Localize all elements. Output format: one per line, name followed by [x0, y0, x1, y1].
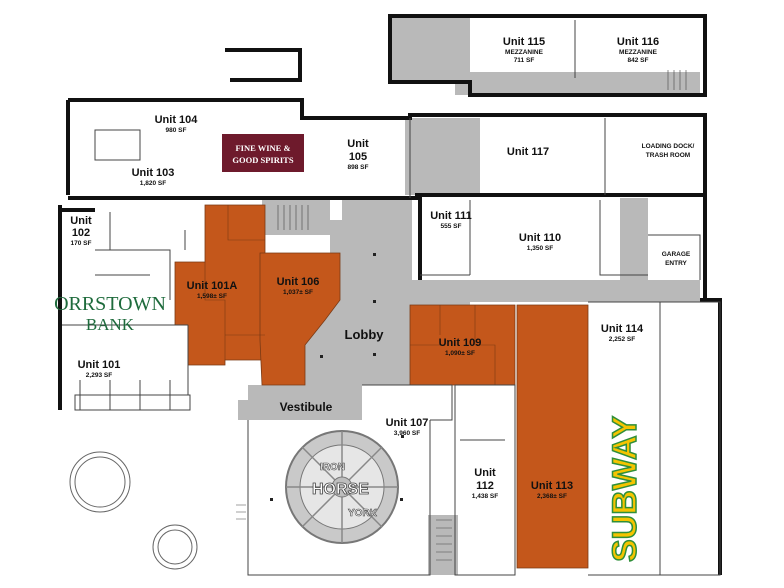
unit-111-label[interactable]: Unit 111: [430, 210, 472, 222]
unit-110-sf: 1,350 SF: [527, 245, 553, 252]
bank-logo-line1: ORRSTOWN: [54, 293, 166, 315]
ironhorse-line2: HORSE: [312, 481, 369, 498]
unit-102-label[interactable]: Unit: [70, 215, 92, 227]
unit-112-label[interactable]: Unit: [474, 467, 496, 479]
orange-partitions: [204, 205, 496, 385]
unit-101-label[interactable]: Unit 101: [78, 359, 121, 371]
unit-117-label[interactable]: Unit 117: [507, 146, 549, 158]
unit-102-sf: 170 SF: [71, 240, 92, 247]
loading-dock-line2: TRASH ROOM: [646, 152, 690, 159]
unit-103-label[interactable]: Unit 103: [132, 167, 175, 179]
unit-105-label[interactable]: Unit: [347, 138, 369, 150]
subway-logo: SUBWAY: [605, 415, 645, 563]
unit-116-sf: 842 SF: [628, 57, 649, 64]
wine-logo-line1: FINE WINE &: [235, 143, 290, 153]
unit-113-area[interactable]: [516, 304, 589, 569]
unit-104-sf: 980 SF: [166, 127, 187, 134]
unit-107-label[interactable]: Unit 107: [386, 417, 429, 429]
unit-112-sf: 1,438 SF: [472, 493, 498, 500]
unit-113-sf: 2,368± SF: [537, 493, 567, 500]
unit-105-number: 105: [349, 151, 367, 163]
vestibule-label[interactable]: Vestibule: [280, 400, 333, 414]
garage-entry-line2: ENTRY: [665, 260, 687, 267]
unit-113-label[interactable]: Unit 113: [531, 480, 573, 492]
unit-111-sf: 555 SF: [441, 223, 462, 230]
unit-114-label[interactable]: Unit 114: [601, 323, 644, 335]
fine-wine-logo: FINE WINE & GOOD SPIRITS: [222, 134, 304, 172]
unit-101-sf: 2,293 SF: [86, 372, 112, 379]
wine-logo-line2: GOOD SPIRITS: [232, 155, 293, 165]
loading-dock-line1: LOADING DOCK/: [642, 143, 695, 150]
unit-106-label[interactable]: Unit 106: [277, 276, 320, 288]
planters: [69, 451, 198, 570]
unit-110-label[interactable]: Unit 110: [519, 232, 561, 244]
unit-106-area[interactable]: [259, 252, 341, 386]
ironhorse-line3: YORK: [348, 508, 378, 519]
garage-entry-line1: GARAGE: [662, 251, 691, 258]
unit-101a-sf: 1,598± SF: [197, 293, 227, 300]
unit-labels: Unit 115 MEZZANINE 711 SF Unit 116 MEZZA…: [70, 36, 694, 500]
unit-105-sf: 898 SF: [348, 164, 369, 171]
ironhorse-line1: IRON: [320, 462, 345, 473]
unit-114-sf: 2,252 SF: [609, 336, 635, 343]
unit-103-sf: 1,820 SF: [140, 180, 166, 187]
bank-logo-line2: BANK: [86, 315, 135, 334]
unit-106-sf: 1,037± SF: [283, 289, 313, 296]
unit-109-sf: 1,090± SF: [445, 350, 475, 357]
interior-walls: [62, 20, 721, 576]
iron-horse-logo: IRON HORSE YORK: [285, 430, 399, 544]
subway-logo-text: SUBWAY: [606, 416, 644, 562]
common-areas: [238, 16, 700, 575]
unit-109-label[interactable]: Unit 109: [439, 337, 482, 349]
unit-116-label[interactable]: Unit 116: [617, 36, 659, 48]
unit-115-sub: MEZZANINE: [505, 49, 544, 56]
unit-102-number: 102: [72, 227, 90, 239]
unit-115-sf: 711 SF: [514, 57, 535, 64]
unit-104-label[interactable]: Unit 104: [155, 114, 199, 126]
stairs: [236, 70, 687, 561]
unit-115-label[interactable]: Unit 115: [503, 36, 545, 48]
unit-116-sub: MEZZANINE: [619, 49, 658, 56]
lobby-label[interactable]: Lobby: [345, 327, 385, 342]
unit-101a-label[interactable]: Unit 101A: [187, 280, 238, 292]
unit-107-sf: 3,960 SF: [394, 430, 420, 437]
unit-112-number: 112: [476, 480, 494, 492]
orrstown-bank-logo: ORRSTOWN BANK: [54, 293, 166, 334]
